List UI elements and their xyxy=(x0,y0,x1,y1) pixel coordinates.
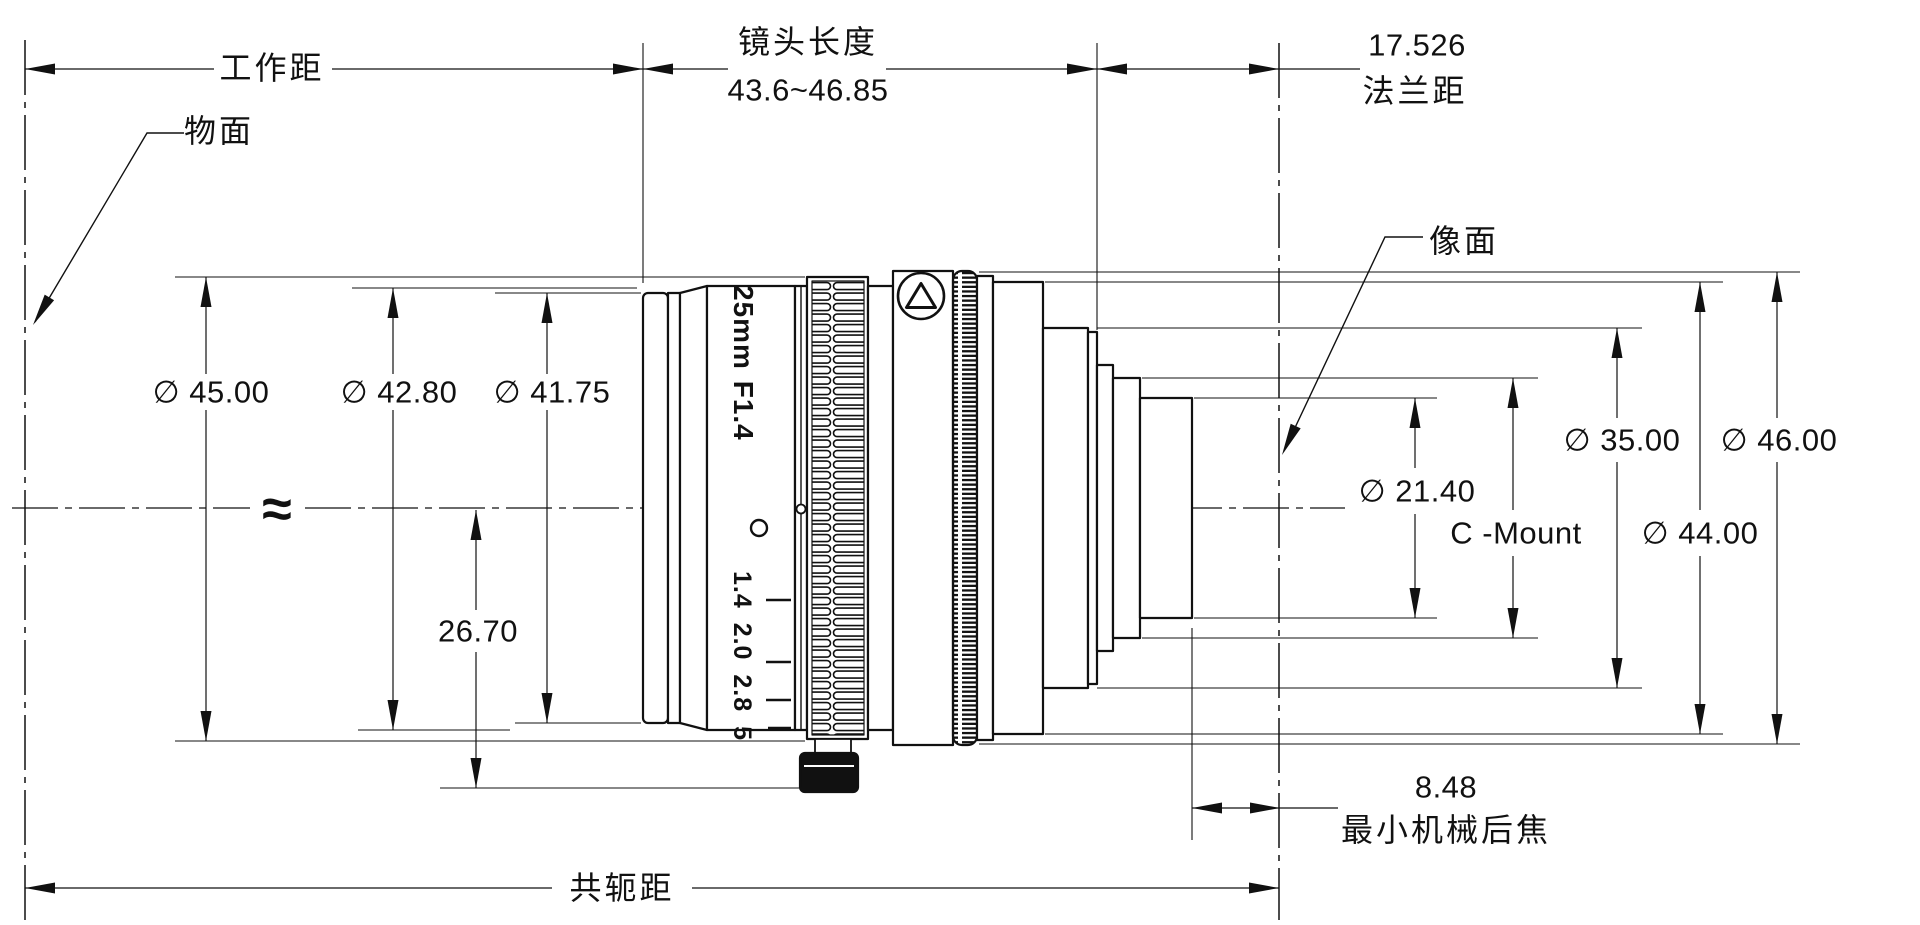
flange-washer xyxy=(1086,330,1099,686)
back-focus-value-label: 8.48 xyxy=(1414,769,1478,805)
lens-body xyxy=(641,269,1194,794)
c-mount-thread xyxy=(1111,376,1142,640)
center-height-label: 26.70 xyxy=(437,613,519,649)
front-ring-2 xyxy=(666,291,682,725)
diameter-44-label: ∅ 44.00 xyxy=(1641,515,1759,551)
conjugate-distance-label: 共轭距 xyxy=(569,870,675,906)
rear-collar xyxy=(975,274,995,742)
step-35 xyxy=(1041,326,1090,690)
marking-barrel xyxy=(705,284,797,732)
dimension-lines xyxy=(25,68,1778,889)
diameter-21-4-label: ∅ 21.40 xyxy=(1358,473,1476,509)
lens-length-value: 43.6~46.85 xyxy=(727,72,889,108)
rear-tube xyxy=(1138,396,1194,620)
diameter-35-label: ∅ 35.00 xyxy=(1563,422,1681,458)
aperture-ring xyxy=(891,269,955,747)
lock-knurl-ring xyxy=(951,269,979,747)
object-plane-label: 物面 xyxy=(183,113,255,149)
set-screw xyxy=(896,271,946,321)
focus-index-dot xyxy=(795,503,807,515)
front-ring xyxy=(641,291,670,725)
aperture-index-mark xyxy=(749,518,769,538)
image-plane-label: 像面 xyxy=(1428,223,1500,259)
set-screw-socket xyxy=(905,282,937,309)
focus-knurl-bands xyxy=(811,280,865,736)
c-mount-label: C -Mount xyxy=(1450,515,1582,551)
rear-ring-44 xyxy=(991,280,1045,736)
aperture-ticks xyxy=(766,598,791,730)
leader-lines xyxy=(34,132,1423,452)
diameter-41-75-label: ∅ 41.75 xyxy=(493,374,611,410)
back-focus-label: 最小机械后焦 xyxy=(1340,812,1552,848)
working-distance-label: 工作距 xyxy=(219,50,325,86)
arrowheads xyxy=(25,63,1783,894)
flange-distance-label: 法兰距 xyxy=(1362,73,1468,109)
object-plane-leader xyxy=(34,132,184,323)
axis-break-symbol: ≈ xyxy=(262,479,292,539)
image-plane-leader xyxy=(1283,236,1423,452)
front-cone xyxy=(678,284,709,732)
diameter-42-8-label: ∅ 42.80 xyxy=(340,374,458,410)
extension-lines xyxy=(175,43,1800,840)
thumbscrew-head xyxy=(798,751,860,794)
diameter-45-label: ∅ 45.00 xyxy=(152,374,270,410)
lens-model-marking: 25mm F1.4 xyxy=(728,285,759,441)
lens-length-label: 镜头长度 xyxy=(737,24,879,60)
aperture-scale-marking: 1.4 2.0 2.8 5 xyxy=(728,571,756,742)
step-28 xyxy=(1095,363,1115,653)
mid-collar xyxy=(866,284,895,732)
diameter-46-label: ∅ 46.00 xyxy=(1720,422,1838,458)
flange-distance-value: 17.526 xyxy=(1368,27,1466,63)
